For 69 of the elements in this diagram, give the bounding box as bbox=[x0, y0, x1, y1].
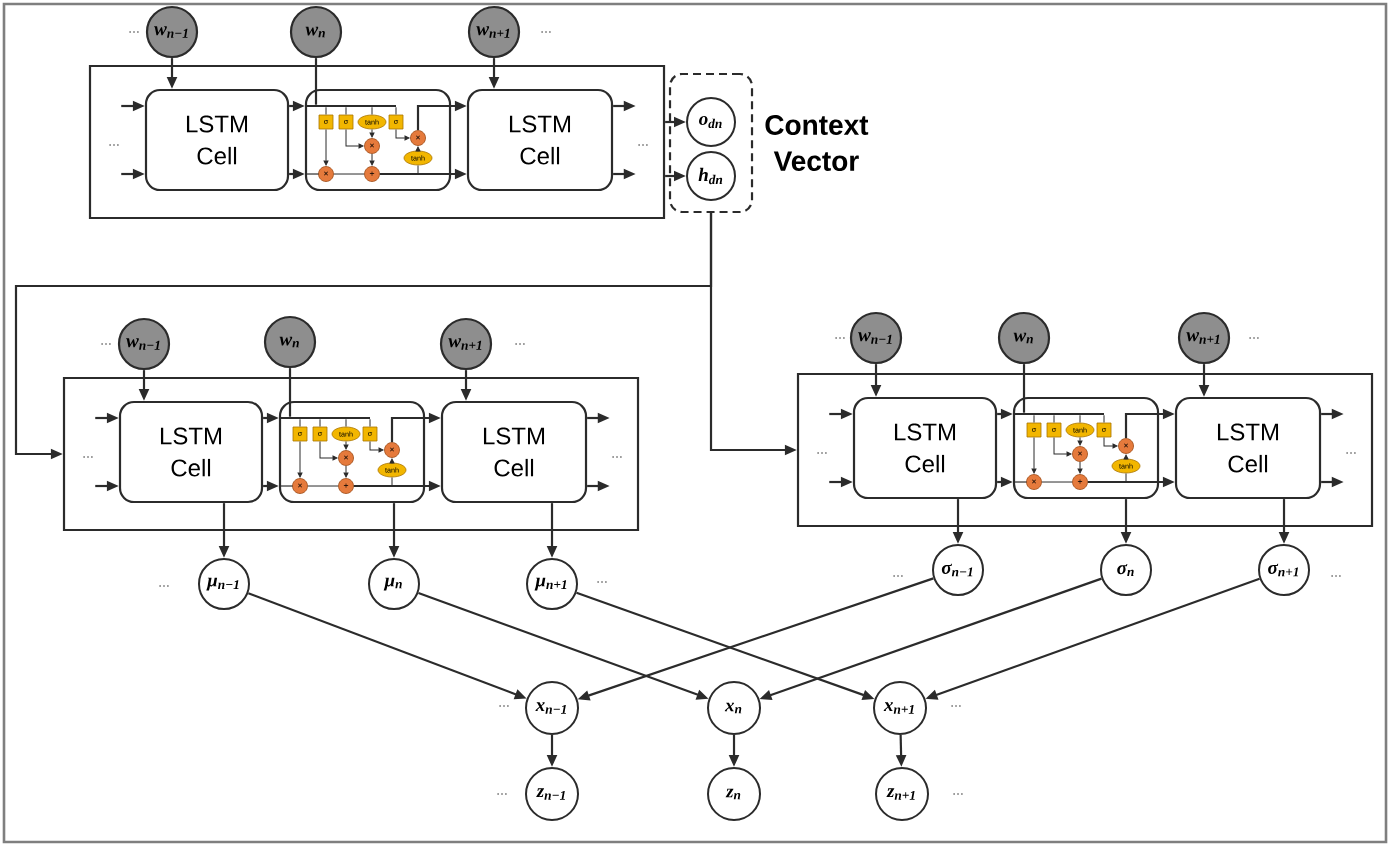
variable-node: μ$_{n+1}$ bbox=[526, 558, 578, 610]
arrow bbox=[297, 440, 303, 478]
connector-line bbox=[1041, 481, 1073, 483]
input-node: w$_{n}$ bbox=[289, 5, 343, 59]
connector-line bbox=[325, 106, 327, 116]
arrow bbox=[1077, 436, 1083, 446]
variable-node: z$_{n}$ bbox=[707, 767, 761, 821]
variable-node: x$_{n}$ bbox=[707, 681, 761, 735]
variable-node: μ$_{n−1}$ bbox=[198, 558, 250, 610]
arrow bbox=[395, 128, 410, 141]
connector-line bbox=[288, 368, 292, 417]
connector-line bbox=[333, 173, 365, 175]
arrow bbox=[1031, 436, 1037, 474]
connector-line bbox=[345, 106, 347, 116]
input-node: w$_{n}$ bbox=[263, 315, 317, 369]
arrow bbox=[319, 440, 338, 461]
arrow bbox=[1077, 461, 1083, 474]
variable-node: z$_{n−1}$ bbox=[525, 767, 579, 821]
lstm-cell-box: LSTM Cell bbox=[852, 396, 998, 500]
connector-line bbox=[307, 485, 339, 487]
input-node: w$_{n}$ bbox=[997, 311, 1051, 365]
connector-line bbox=[1033, 414, 1035, 424]
input-node: w$_{n+1}$ bbox=[467, 5, 521, 59]
variable-node: σ$_{n+1}$ bbox=[1258, 544, 1310, 596]
arrow bbox=[343, 465, 349, 478]
variable-node: μ$_{n}$ bbox=[368, 558, 420, 610]
vector-node: o$_{dn}$ bbox=[686, 97, 736, 147]
arrow bbox=[1053, 436, 1072, 457]
connector-line bbox=[353, 476, 393, 487]
input-node: w$_{n+1}$ bbox=[439, 317, 493, 371]
connector-line bbox=[299, 418, 301, 428]
arrow bbox=[1103, 436, 1118, 449]
lstm-cell-box: LSTM Cell bbox=[118, 400, 264, 504]
lstm-cell-box: LSTM Cell bbox=[440, 400, 588, 504]
connector-line bbox=[371, 106, 373, 116]
input-node: w$_{n+1}$ bbox=[1177, 311, 1231, 365]
arrow bbox=[323, 128, 329, 166]
lstm-cell-box: LSTM Cell bbox=[1174, 396, 1322, 500]
connector-line bbox=[1053, 414, 1055, 424]
heading: Context Vector bbox=[765, 115, 869, 171]
input-node: w$_{n−1}$ bbox=[117, 317, 171, 371]
connector-line bbox=[319, 418, 321, 428]
variable-node: σ$_{n−1}$ bbox=[932, 544, 984, 596]
variable-node: z$_{n+1}$ bbox=[875, 767, 929, 821]
arrow bbox=[345, 128, 364, 149]
variable-node: x$_{n−1}$ bbox=[525, 681, 579, 735]
connector-line bbox=[345, 418, 347, 428]
arrow bbox=[389, 458, 395, 464]
arrow bbox=[369, 153, 375, 166]
arrow bbox=[369, 128, 375, 138]
connector-line bbox=[1087, 472, 1127, 483]
connector-line bbox=[1079, 414, 1081, 424]
connector-line bbox=[314, 58, 318, 105]
arrow bbox=[369, 440, 384, 453]
input-node: w$_{n−1}$ bbox=[849, 311, 903, 365]
connector-line bbox=[395, 106, 397, 116]
connector-line bbox=[379, 164, 419, 175]
arrow bbox=[343, 440, 349, 450]
lstm-cell-box: LSTM Cell bbox=[144, 88, 290, 192]
variable-node: σ$_{n}$ bbox=[1100, 544, 1152, 596]
lstm-cell-box: LSTM Cell bbox=[466, 88, 614, 192]
arrow bbox=[415, 146, 421, 152]
input-node: w$_{n−1}$ bbox=[145, 5, 199, 59]
vector-node: h$_{dn}$ bbox=[686, 151, 736, 201]
connector-line bbox=[1022, 364, 1026, 413]
arrow bbox=[1123, 454, 1129, 460]
variable-node: x$_{n+1}$ bbox=[873, 681, 927, 735]
connector-line bbox=[1103, 414, 1105, 424]
connector-line bbox=[369, 418, 371, 428]
